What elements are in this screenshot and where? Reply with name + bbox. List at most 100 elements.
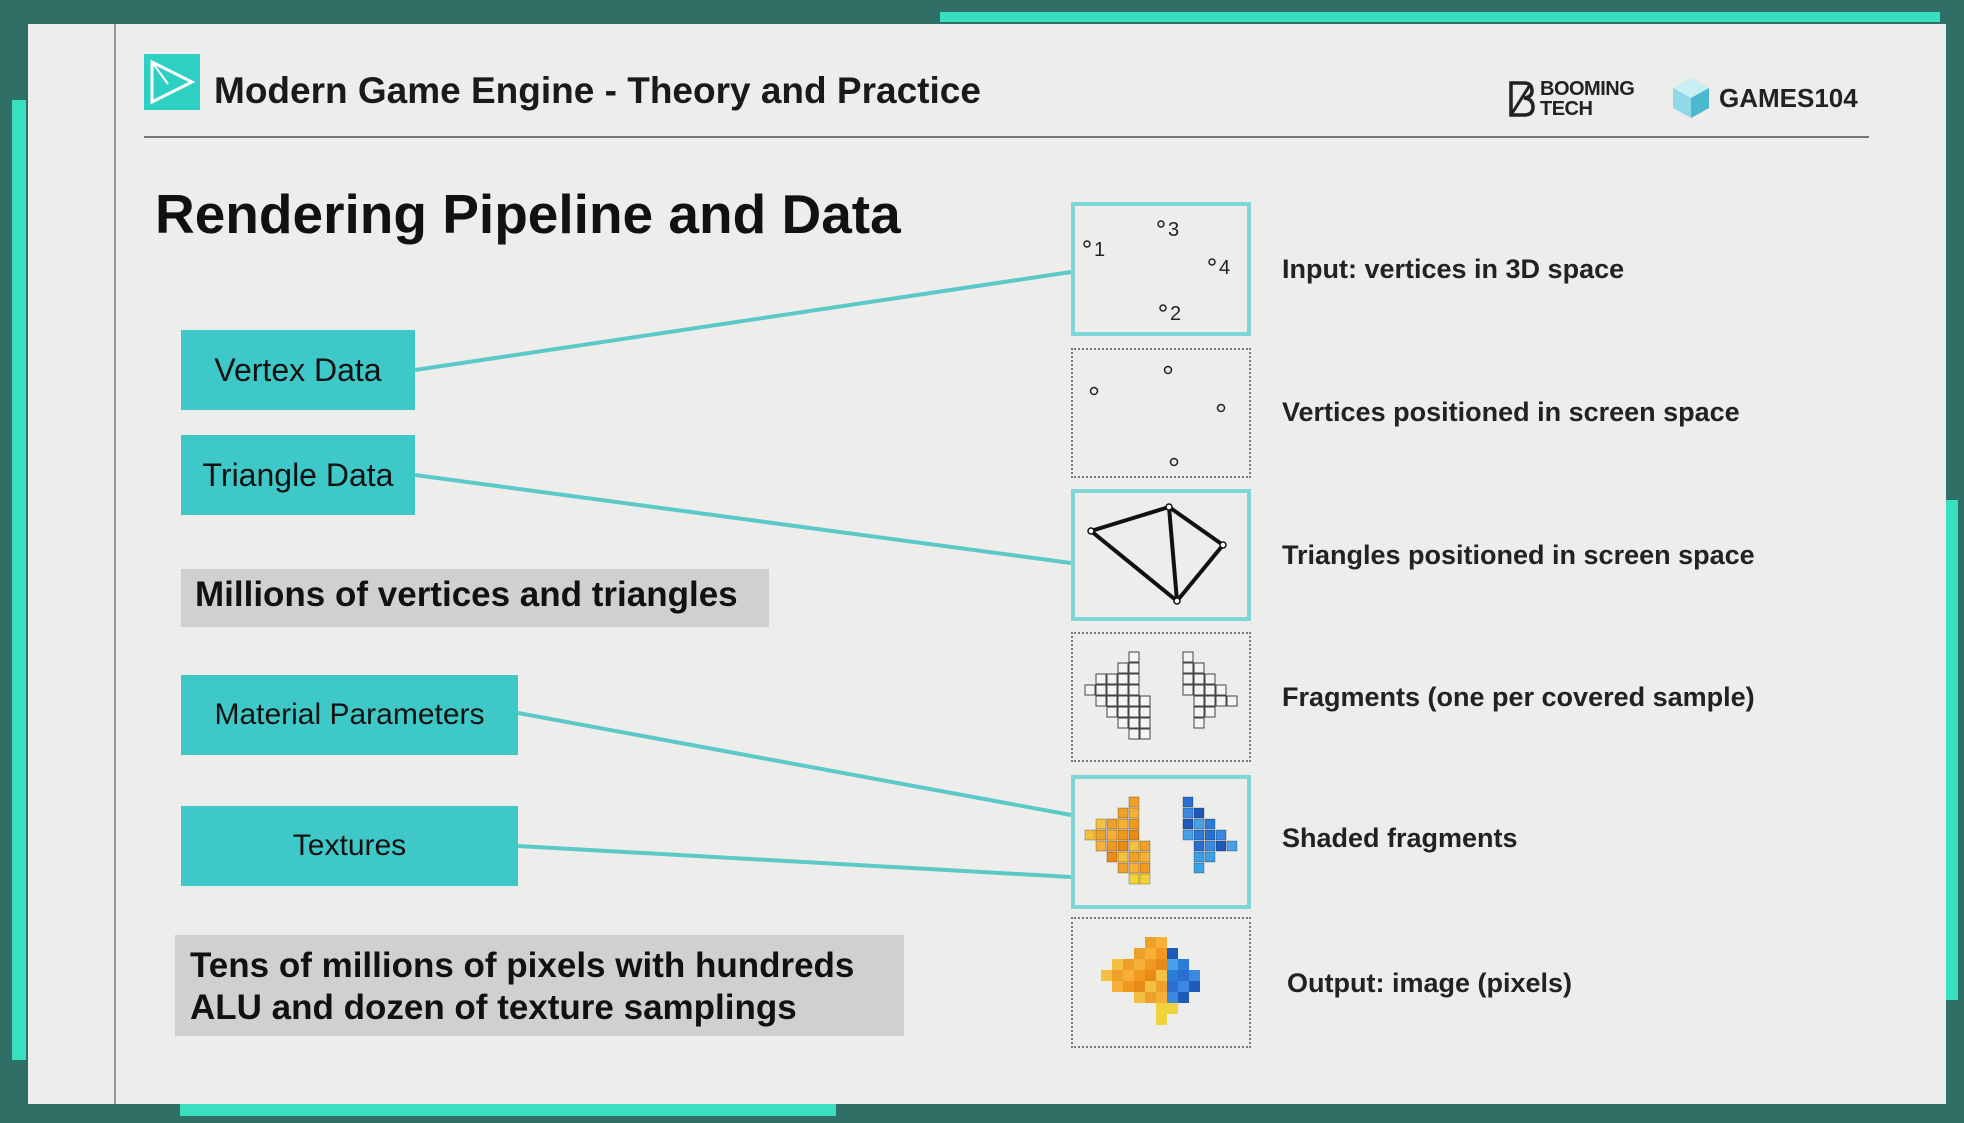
output-pixel xyxy=(1134,948,1145,959)
output-pixel xyxy=(1167,1003,1178,1014)
output-pixel xyxy=(1145,937,1156,948)
fragment-cell xyxy=(1128,807,1140,819)
output-pixel xyxy=(1156,1014,1167,1025)
fragment-cell xyxy=(1128,706,1140,718)
fragment-cell xyxy=(1182,796,1194,808)
fragment-cell xyxy=(1128,851,1140,863)
fragment-cell xyxy=(1095,673,1107,685)
output-pixel xyxy=(1156,992,1167,1003)
fragment-cell xyxy=(1117,818,1129,830)
fragment-cell xyxy=(1106,840,1118,852)
fragment-cell xyxy=(1095,684,1107,696)
fragment-cell xyxy=(1226,840,1238,852)
fragment-cell xyxy=(1204,695,1216,707)
fragment-cell xyxy=(1193,818,1205,830)
triangle-data-box: Triangle Data xyxy=(181,435,415,515)
fragment-cell xyxy=(1128,796,1140,808)
output-pixel xyxy=(1156,948,1167,959)
fragment-cell xyxy=(1106,851,1118,863)
fragment-cell xyxy=(1139,873,1151,885)
panel-shaded-fragments xyxy=(1071,775,1251,909)
textures-box: Textures xyxy=(181,806,518,886)
fragment-cell xyxy=(1193,829,1205,841)
fragment-cell xyxy=(1106,695,1118,707)
fragment-cell xyxy=(1128,873,1140,885)
fragment-cell xyxy=(1128,829,1140,841)
fragment-cell xyxy=(1095,695,1107,707)
fragment-cell xyxy=(1106,684,1118,696)
booming-tech-logo: BOOMING TECH xyxy=(1506,78,1635,120)
fragment-cell xyxy=(1128,840,1140,852)
output-pixel xyxy=(1145,948,1156,959)
fragment-cell xyxy=(1095,829,1107,841)
fragment-cell xyxy=(1204,673,1216,685)
pixel-note: Tens of millions of pixels with hundreds… xyxy=(175,935,904,1036)
background-top-band xyxy=(940,12,1940,22)
fragment-cell xyxy=(1128,695,1140,707)
output-pixel xyxy=(1145,981,1156,992)
fragment-cell xyxy=(1182,651,1194,663)
vertex-data-box: Vertex Data xyxy=(181,330,415,410)
fragment-cell xyxy=(1117,684,1129,696)
fragment-cell xyxy=(1128,651,1140,663)
output-pixel xyxy=(1123,970,1134,981)
header-divider xyxy=(144,136,1869,138)
course-logo-icon xyxy=(144,54,200,110)
slide: Modern Game Engine - Theory and Practice… xyxy=(28,24,1946,1104)
fragment-cell xyxy=(1095,818,1107,830)
output-pixel xyxy=(1101,970,1112,981)
fragment-cell xyxy=(1182,807,1194,819)
fragment-cell xyxy=(1182,673,1194,685)
fragment-cell xyxy=(1215,695,1227,707)
output-pixel xyxy=(1156,937,1167,948)
games104-logo-text: GAMES104 xyxy=(1719,82,1858,113)
fragment-cell xyxy=(1226,695,1238,707)
output-pixel xyxy=(1123,959,1134,970)
connector-material-parameters xyxy=(517,711,1072,817)
fragment-cell xyxy=(1128,728,1140,740)
output-pixel xyxy=(1178,959,1189,970)
vertex-number-1: 1 xyxy=(1094,239,1105,261)
output-pixel xyxy=(1167,970,1178,981)
fragment-cell xyxy=(1117,706,1129,718)
step-label-shaded: Shaded fragments xyxy=(1282,823,1518,853)
connector-lines xyxy=(414,270,1072,879)
fragment-cell xyxy=(1182,684,1194,696)
fragment-cell xyxy=(1204,829,1216,841)
fragment-cell xyxy=(1139,840,1151,852)
booming-logo-line1: BOOMING xyxy=(1540,78,1635,100)
fragment-cell xyxy=(1193,717,1205,729)
output-pixel xyxy=(1145,970,1156,981)
step-label-fragments: Fragments (one per covered sample) xyxy=(1282,682,1755,712)
panel-fragments xyxy=(1071,632,1251,762)
output-pixel xyxy=(1189,981,1200,992)
output-pixel xyxy=(1189,970,1200,981)
fragment-cell xyxy=(1117,695,1129,707)
textures-label: Textures xyxy=(292,829,407,862)
fragment-cell xyxy=(1139,717,1151,729)
output-pixel xyxy=(1112,970,1123,981)
panel-output-image xyxy=(1071,917,1251,1048)
pixel-note-line2: ALU and dozen of texture samplings xyxy=(190,988,797,1027)
output-pixel xyxy=(1178,970,1189,981)
fragment-cell xyxy=(1128,818,1140,830)
fragment-cell xyxy=(1215,684,1227,696)
output-pixel xyxy=(1123,981,1134,992)
vertex-number-4: 4 xyxy=(1219,257,1230,279)
fragment-cell xyxy=(1193,862,1205,874)
fragment-cell xyxy=(1182,818,1194,830)
fragment-cell xyxy=(1193,706,1205,718)
output-pixel xyxy=(1156,959,1167,970)
fragment-cell xyxy=(1117,829,1129,841)
output-pixel xyxy=(1167,992,1178,1003)
booming-logo-line2: TECH xyxy=(1540,98,1593,120)
output-pixel xyxy=(1156,981,1167,992)
connector-vertex-data xyxy=(414,270,1072,372)
vertex-number-3: 3 xyxy=(1168,219,1179,241)
step-label-screen-triangles: Triangles positioned in screen space xyxy=(1282,540,1755,570)
output-pixel xyxy=(1134,992,1145,1003)
vertex-number-2: 2 xyxy=(1170,303,1181,325)
output-pixel xyxy=(1134,959,1145,970)
panel-input-vertices: 1 2 3 4 xyxy=(1071,202,1251,336)
fragment-cell xyxy=(1106,706,1118,718)
